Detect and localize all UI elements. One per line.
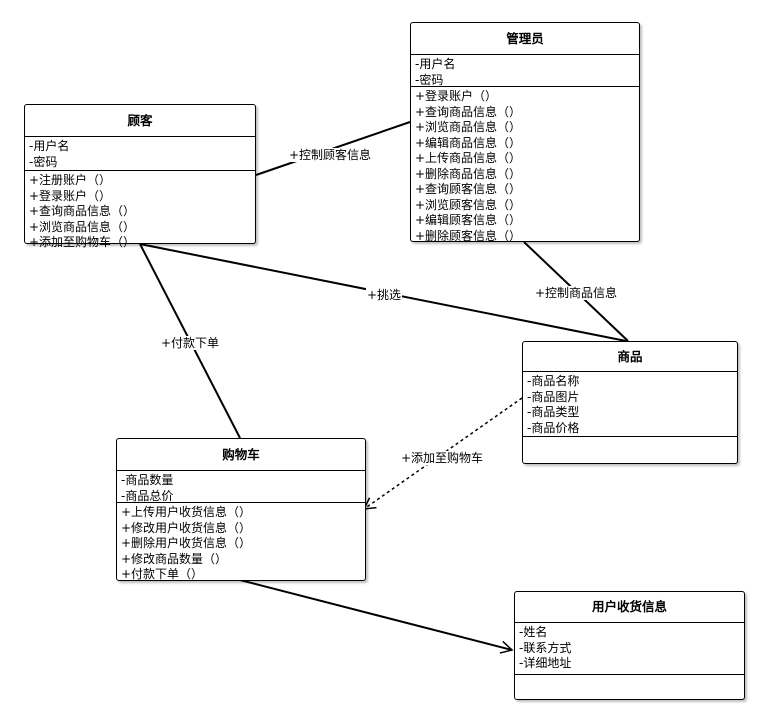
operations-compartment <box>515 674 744 698</box>
attributes-compartment: -用户名 -密码 <box>411 54 639 87</box>
class-name: 管理员 <box>506 31 544 46</box>
label-control-customer: +控制顾客信息 <box>288 148 373 162</box>
operation: +查询顾客信息（） <box>415 182 522 196</box>
class-name: 用户收货信息 <box>591 599 667 614</box>
operation: +删除用户收货信息（） <box>121 536 252 550</box>
operation: +浏览顾客信息（） <box>415 197 522 212</box>
operations-compartment <box>523 436 737 462</box>
operation: +注册账户（） <box>29 173 112 187</box>
attribute: -商品类型 <box>527 405 580 419</box>
operations-compartment: +注册账户（） +登录账户（） +查询商品信息（） +浏览商品信息（） +添加至… <box>25 170 255 251</box>
attribute: -密码 <box>29 154 58 169</box>
operation: +登录账户（） <box>29 188 112 203</box>
operation: +编辑商品信息（） <box>415 135 522 150</box>
class-name: 商品 <box>617 349 643 364</box>
class-admin[interactable]: 管理员 -用户名 -密码 +登录账户（） +查询商品信息（） +浏览商品信息（）… <box>410 22 640 244</box>
operation: +付款下单（） <box>121 567 204 581</box>
operations-compartment: +登录账户（） +查询商品信息（） +浏览商品信息（） +编辑商品信息（） +上… <box>411 86 639 244</box>
attribute: -密码 <box>415 72 444 87</box>
operation: +浏览商品信息（） <box>415 120 522 134</box>
operation: +修改商品数量（） <box>121 551 228 566</box>
class-name: 顾客 <box>127 113 153 128</box>
operation: +删除商品信息（） <box>415 166 522 181</box>
class-product[interactable]: 商品 -商品名称 -商品图片 -商品类型 -商品价格 <box>522 341 738 464</box>
attribute: -用户名 <box>415 57 456 71</box>
attributes-compartment: -商品数量 -商品总价 <box>117 470 365 503</box>
attribute: -商品图片 <box>527 389 580 404</box>
class-name: 购物车 <box>222 447 260 462</box>
attribute: -姓名 <box>519 625 548 639</box>
operation: +查询商品信息（） <box>29 204 136 218</box>
label-add-to-cart: +添加至购物车 <box>400 451 485 465</box>
class-shipping-info[interactable]: 用户收货信息 -姓名 -联系方式 -详细地址 <box>514 591 745 700</box>
attribute: -联系方式 <box>519 640 572 655</box>
class-customer[interactable]: 顾客 -用户名 -密码 +注册账户（） +登录账户（） +查询商品信息（） +浏… <box>24 104 256 249</box>
attributes-compartment: -商品名称 -商品图片 -商品类型 -商品价格 <box>523 371 737 436</box>
operation: +删除顾客信息（） <box>415 228 522 243</box>
operation: +上传用户收货信息（） <box>121 505 252 519</box>
attribute: -详细地址 <box>519 656 572 670</box>
operation: +上传商品信息（） <box>415 151 522 165</box>
operation: +编辑顾客信息（） <box>415 213 522 227</box>
operations-compartment: +上传用户收货信息（） +修改用户收货信息（） +删除用户收货信息（） +修改商… <box>117 502 365 583</box>
label-checkout: +付款下单 <box>160 336 221 350</box>
attribute: -用户名 <box>29 139 70 153</box>
operation: +添加至购物车（） <box>29 235 136 249</box>
assoc-cart-shipping[interactable] <box>239 579 514 654</box>
attribute: -商品总价 <box>121 488 174 503</box>
attribute: -商品数量 <box>121 473 174 487</box>
operation: +浏览商品信息（） <box>29 219 136 234</box>
operation: +查询商品信息（） <box>415 104 522 119</box>
label-pick: +挑选 <box>366 288 403 302</box>
attributes-compartment: -姓名 -联系方式 -详细地址 <box>515 622 744 674</box>
attributes-compartment: -用户名 -密码 <box>25 136 255 170</box>
label-control-product: +控制商品信息 <box>534 286 619 300</box>
operation: +修改用户收货信息（） <box>121 520 252 535</box>
class-cart[interactable]: 购物车 -商品数量 -商品总价 +上传用户收货信息（） +修改用户收货信息（） … <box>116 438 366 581</box>
operation: +登录账户（） <box>415 89 498 103</box>
attribute: -商品名称 <box>527 374 580 388</box>
attribute: -商品价格 <box>527 420 580 435</box>
